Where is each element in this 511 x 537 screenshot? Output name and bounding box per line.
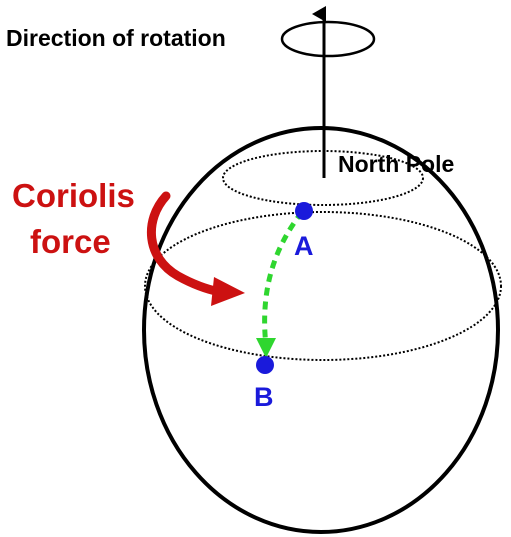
- deflected-path: [262, 210, 304, 347]
- rotation-arrow-icon: [312, 6, 326, 22]
- point-b-label: B: [254, 382, 274, 412]
- coriolis-arrowhead-icon: [211, 277, 245, 306]
- rotation-label: Direction of rotation: [6, 25, 226, 51]
- lower-latitude-circle: [144, 211, 502, 361]
- point-a-marker: [295, 202, 313, 220]
- rotation-direction-ellipse: [280, 20, 376, 58]
- point-a-label: A: [294, 231, 314, 261]
- coriolis-label-line1: Coriolis: [12, 177, 135, 214]
- coriolis-arrow: [146, 191, 225, 297]
- coriolis-label-line2: force: [30, 223, 111, 260]
- north-pole-label: North Pole: [338, 151, 454, 177]
- point-b-marker: [256, 356, 274, 374]
- upper-latitude-circle: [222, 150, 424, 206]
- path-arrowhead-icon: [256, 338, 276, 358]
- earth-sphere: [142, 126, 500, 534]
